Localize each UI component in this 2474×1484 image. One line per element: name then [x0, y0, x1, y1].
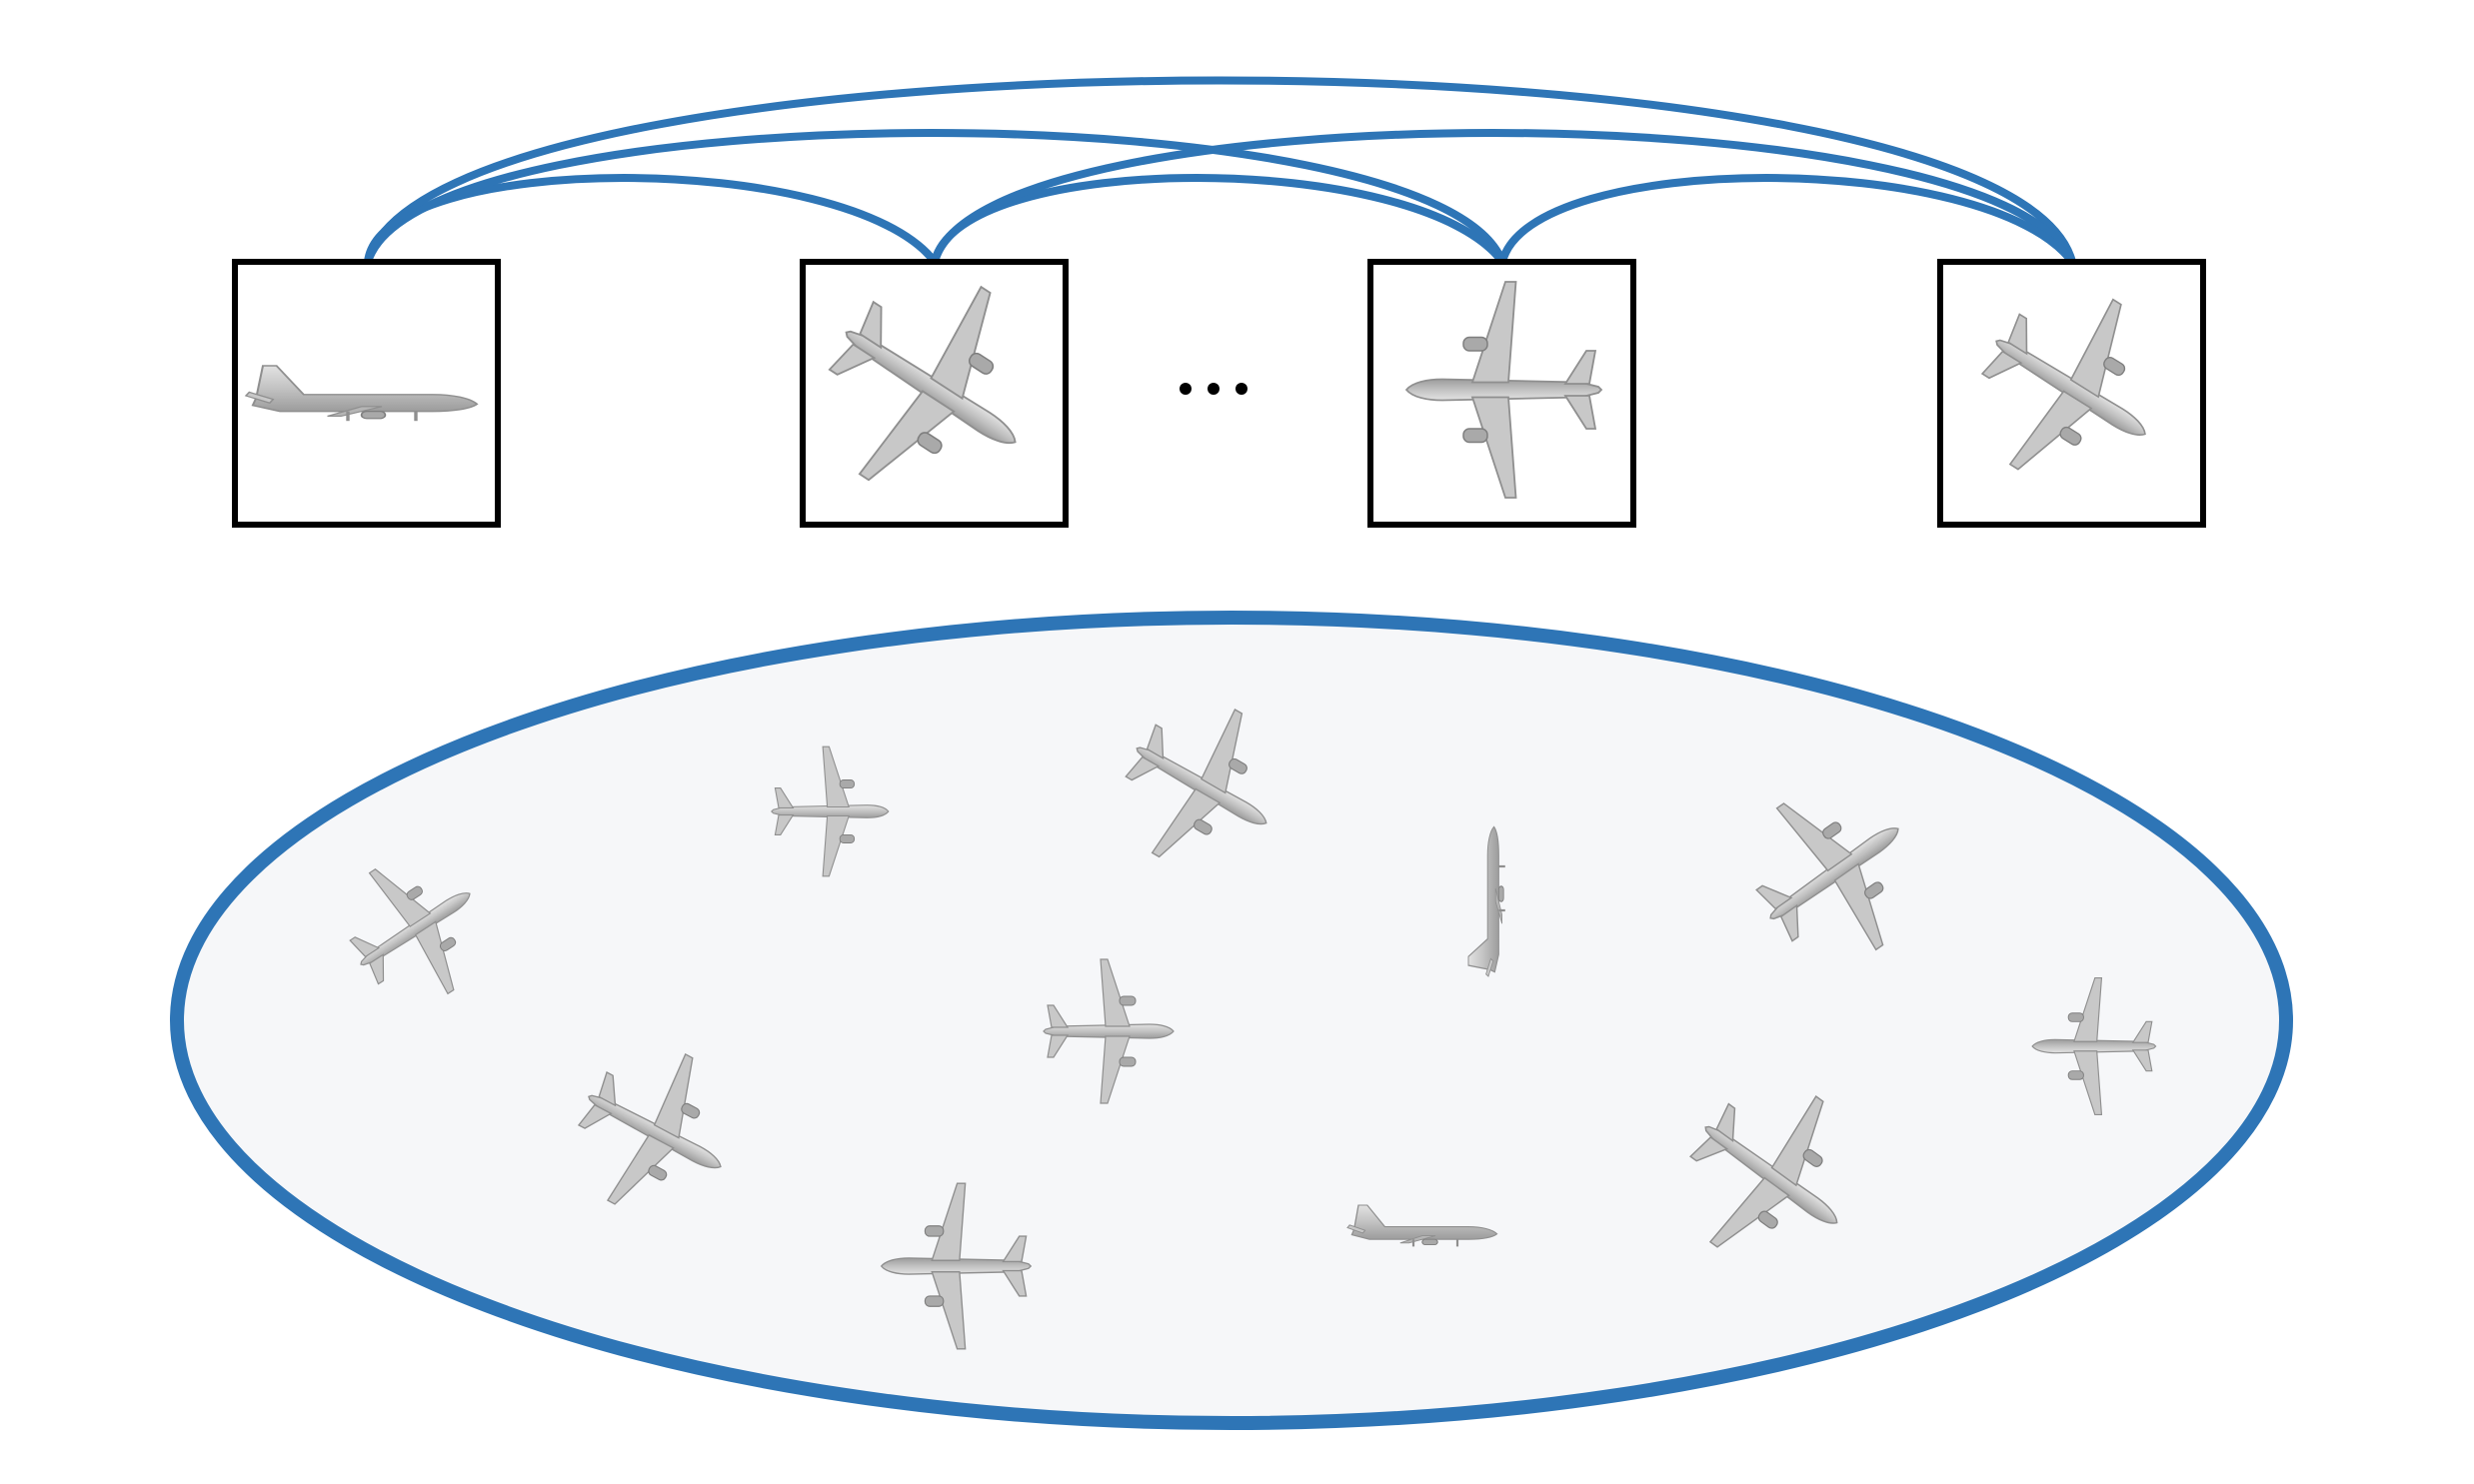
- view-frame-3: [1367, 259, 1636, 528]
- arc-view1-view2: [364, 174, 939, 266]
- view-frame-1: [232, 259, 501, 528]
- ellipsis-icon: [1180, 383, 1247, 395]
- view-frame-2: [784, 238, 1078, 537]
- connection-arcs: [364, 76, 2076, 266]
- arc-view1-view4: [364, 76, 2076, 266]
- view-frame-4: [1937, 258, 2206, 528]
- arc-view1-view3: [364, 129, 1506, 266]
- view-pool: [170, 611, 2293, 1430]
- arc-view2-view4: [931, 129, 2076, 266]
- arc-view3-view4: [1498, 174, 2076, 266]
